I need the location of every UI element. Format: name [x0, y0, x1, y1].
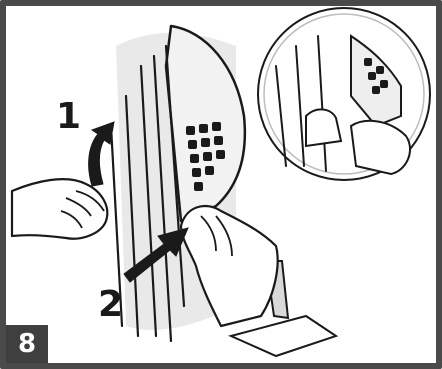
step-number-badge: 8	[6, 325, 48, 363]
base-plate	[231, 316, 336, 356]
left-hand	[12, 179, 107, 239]
curved-arrow-up-icon	[89, 122, 114, 186]
callout-label-1: 1	[56, 96, 81, 137]
assembly-illustration: 1 2	[6, 6, 436, 363]
magnified-detail-icon	[258, 8, 430, 180]
callout-label-2: 2	[98, 284, 123, 325]
